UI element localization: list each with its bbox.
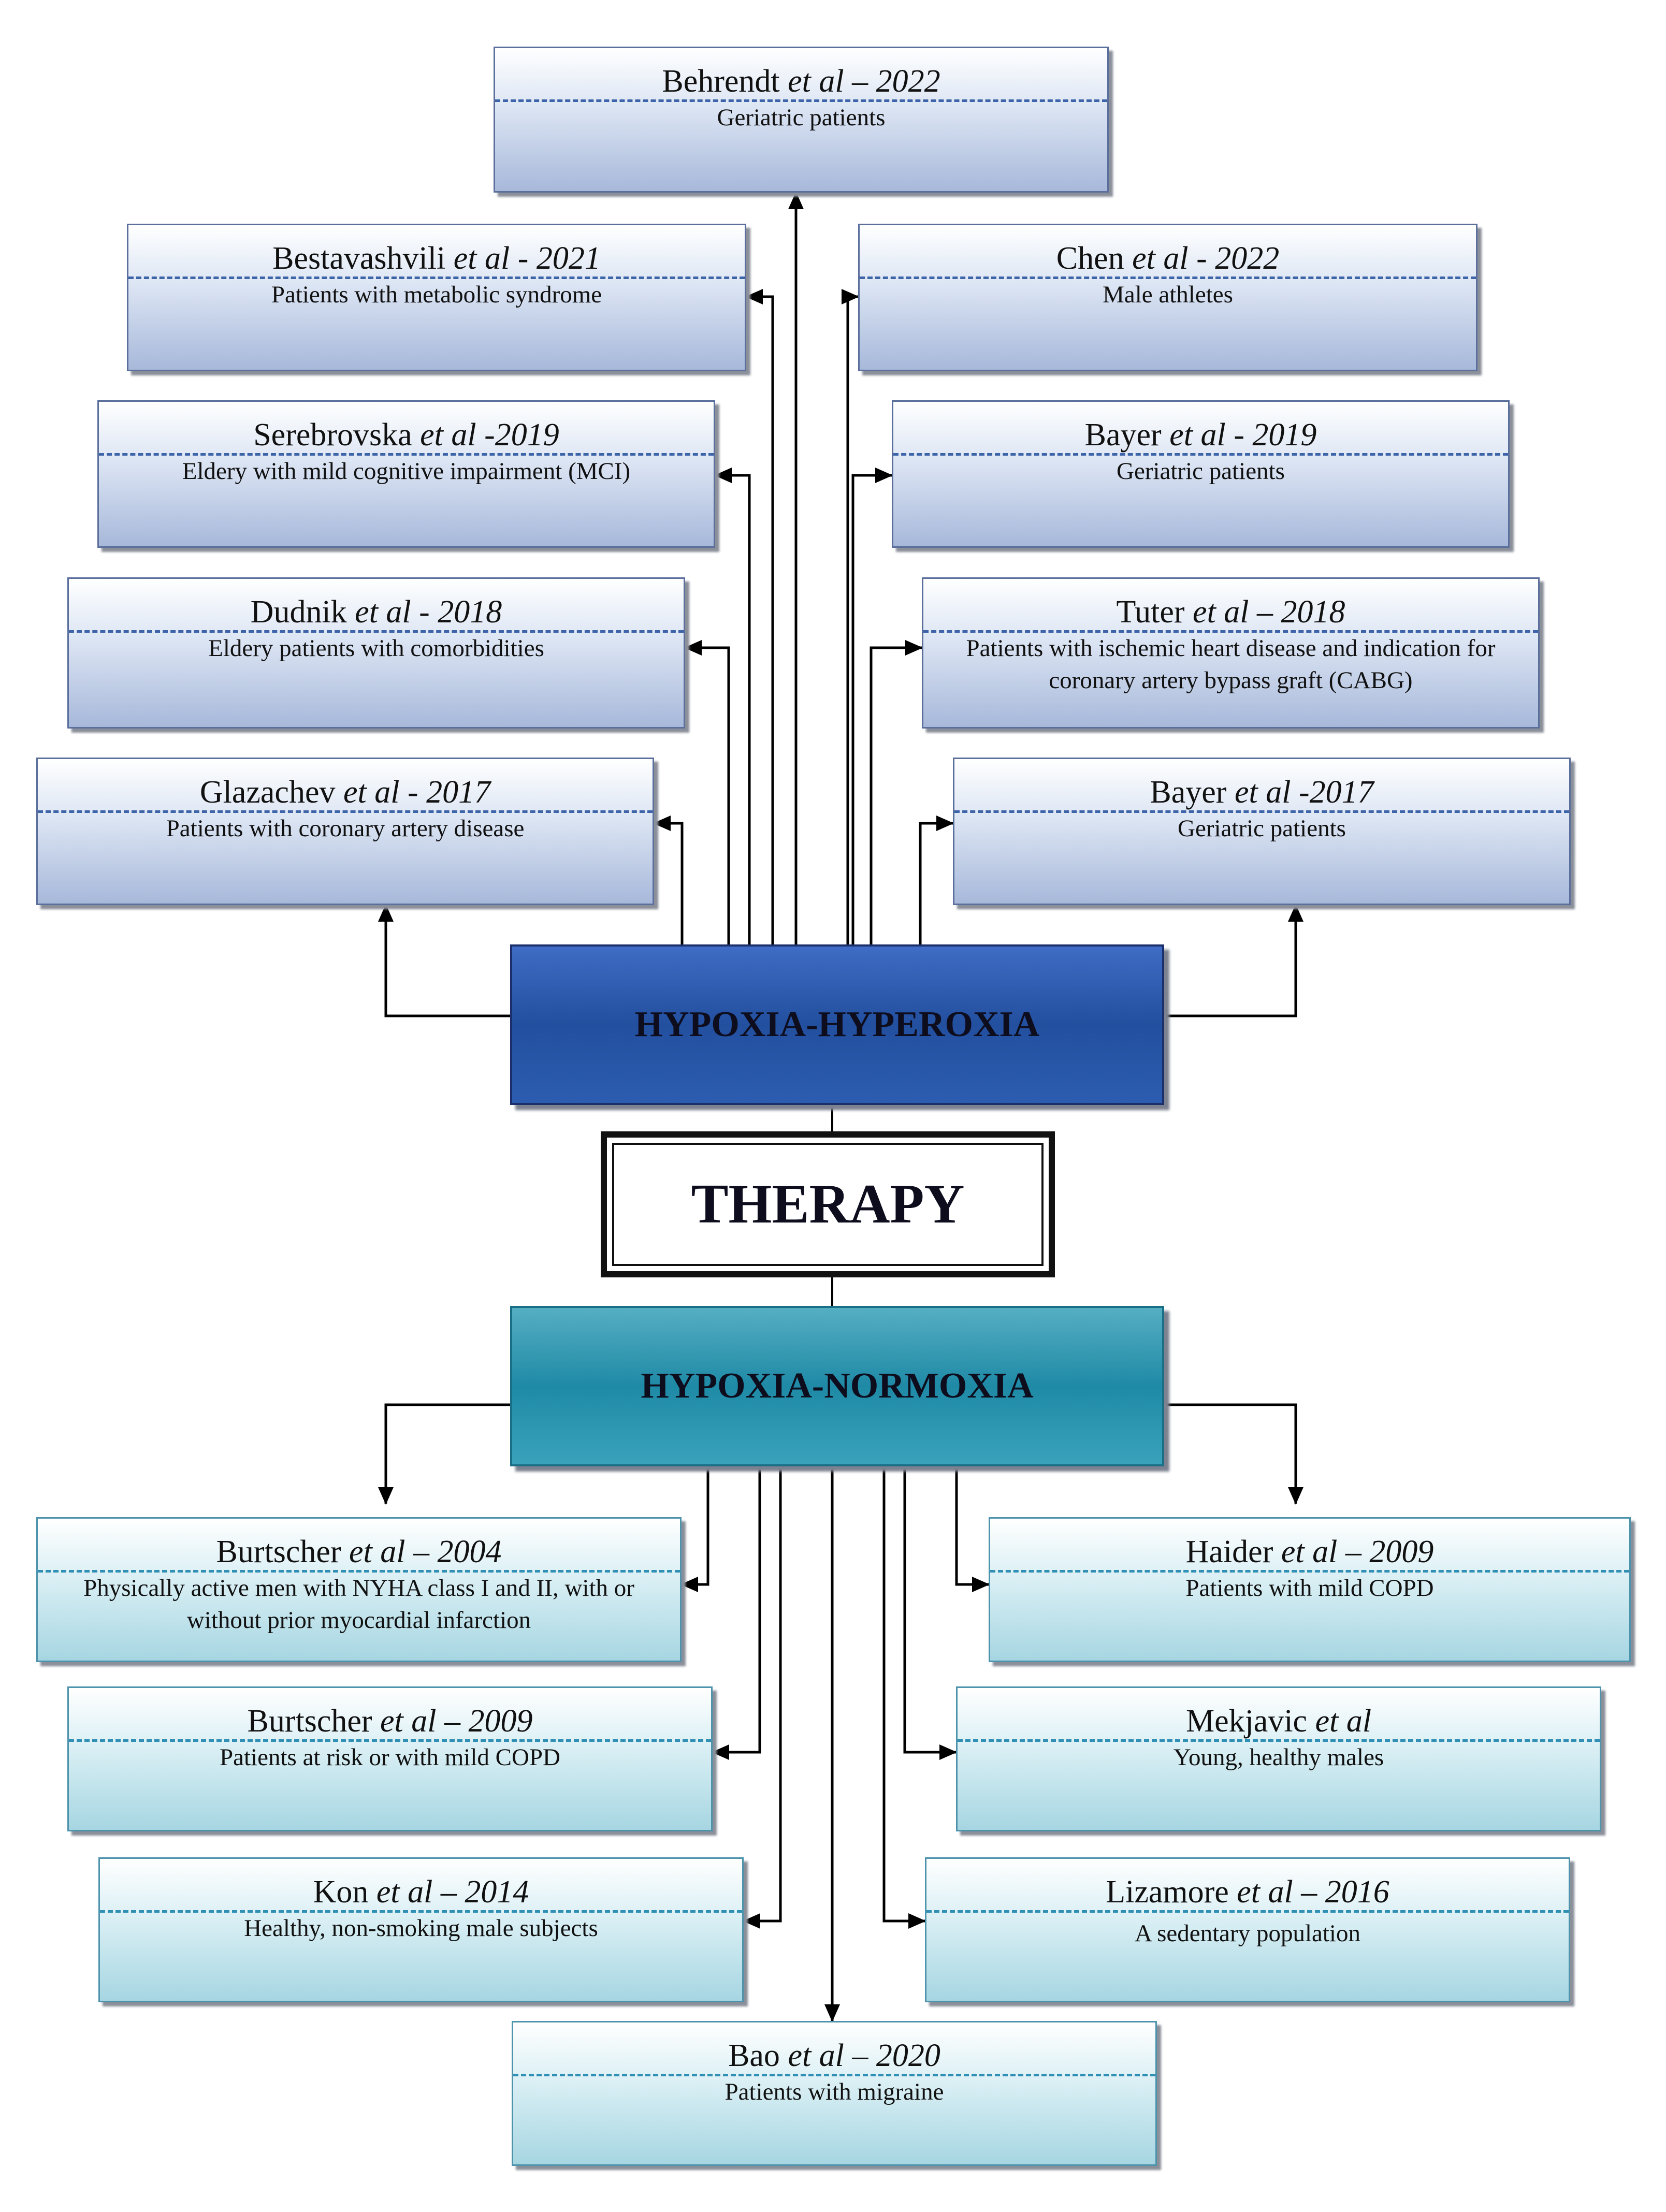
divider-line: [958, 1739, 1600, 1742]
study-population: Patients with metabolic syndrome: [271, 281, 602, 308]
divider-line: [513, 2074, 1155, 2076]
divider-line: [69, 1739, 711, 1742]
connector-kon-2014: [743, 1466, 782, 1929]
study-population: Patients with mild COPD: [1185, 1575, 1434, 1602]
study-title: Serebrovska et al -2019: [253, 417, 559, 453]
study-box-chen-2022: Chen et al - 2022 Male athletes: [858, 224, 1477, 371]
study-population: Geriatric patients: [717, 104, 886, 131]
connector-burtscher-2004: [680, 1466, 709, 1592]
study-population: Eldery with mild cognitive impairment (M…: [182, 458, 631, 485]
study-title: Behrendt et al – 2022: [662, 64, 940, 99]
study-population: Geriatric patients: [1117, 458, 1285, 485]
study-title: Bestavashvili et al - 2021: [272, 241, 601, 276]
study-box-kon-2014: Kon et al – 2014 Healthy, non-smoking ma…: [98, 1857, 744, 2002]
study-box-bestavashvili-2021: Bestavashvili et al - 2021 Patients with…: [127, 224, 746, 371]
study-title: Burtscher et al – 2009: [247, 1704, 533, 1739]
connector-glazachev-2017: [653, 816, 684, 944]
connector-right-outer-normo: [1164, 1403, 1303, 1505]
study-title: Glazachev et al - 2017: [199, 775, 491, 810]
study-title: Burtscher et al – 2004: [216, 1534, 502, 1569]
divider-line: [860, 276, 1476, 279]
connector-right-outer-hyper: [1164, 904, 1303, 1017]
divider-line: [128, 276, 745, 279]
study-box-tuter-2018: Tuter et al – 2018 Patients with ischemi…: [922, 577, 1540, 729]
divider-line: [100, 1910, 742, 1913]
connector-lizamore-2016: [882, 1466, 926, 1929]
study-title: Bayer et al -2017: [1150, 775, 1374, 810]
study-population: Geriatric patients: [1178, 815, 1346, 842]
connector-left-outer-hyper: [378, 904, 510, 1017]
study-box-behrendt-2022: Behrendt et al – 2022 Geriatric patients: [494, 47, 1109, 193]
study-box-bayer-2019: Bayer et al - 2019 Geriatric patients: [892, 400, 1510, 548]
divider-line: [69, 630, 684, 633]
study-population: Eldery patients with comorbidities: [208, 635, 544, 662]
study-population: Physically active men with NYHA class I …: [83, 1575, 634, 1634]
study-box-burtscher-2004: Burtscher et al – 2004 Physically active…: [36, 1517, 682, 1662]
connector-bestavashvili-2021: [745, 289, 774, 944]
hypoxia-normoxia-box: HYPOXIA-NORMOXIA: [510, 1306, 1164, 1466]
study-population: Young, healthy males: [1173, 1744, 1384, 1771]
study-box-serebrovska-2019: Serebrovska et al -2019 Eldery with mild…: [97, 400, 715, 548]
divider-line: [893, 453, 1508, 456]
study-population: Patients with coronary artery disease: [166, 815, 525, 842]
divider-line: [990, 1570, 1629, 1573]
study-box-lizamore-2016: Lizamore et al – 2016 A sedentary popula…: [925, 1857, 1570, 2002]
study-box-bao-2020: Bao et al – 2020 Patients with migraine: [512, 2021, 1157, 2166]
therapy-box: THERAPY: [601, 1131, 1055, 1277]
connector-burtscher-2009: [712, 1466, 761, 1760]
study-title: Kon et al – 2014: [313, 1874, 529, 1910]
connector-tuter-2018: [870, 640, 923, 944]
divider-line: [495, 99, 1107, 102]
study-box-burtscher-2009: Burtscher et al – 2009 Patients at risk …: [67, 1686, 713, 1831]
study-population: Male athletes: [1103, 281, 1233, 308]
divider-line: [926, 1910, 1569, 1913]
connector-bayer-2017: [919, 816, 954, 944]
study-box-bayer-2017: Bayer et al -2017 Geriatric patients: [953, 758, 1571, 905]
connector-haider-2009: [955, 1466, 990, 1592]
study-title: Lizamore et al – 2016: [1106, 1874, 1389, 1910]
study-title: Bao et al – 2020: [728, 2038, 940, 2073]
divider-line: [99, 453, 714, 456]
study-population: Healthy, non-smoking male subjects: [244, 1915, 598, 1942]
connector-bayer-2019: [851, 468, 893, 944]
study-title: Haider et al – 2009: [1185, 1534, 1434, 1569]
connector-dudnik-2018: [684, 640, 730, 944]
study-population: Patients with ischemic heart disease and…: [966, 635, 1496, 694]
study-box-dudnik-2018: Dudnik et al - 2018 Eldery patients with…: [67, 577, 685, 729]
divider-line: [923, 630, 1538, 633]
study-title: Dudnik et al - 2018: [250, 594, 502, 630]
study-title: Tuter et al – 2018: [1116, 594, 1345, 630]
study-title: Bayer et al - 2019: [1084, 417, 1317, 453]
connector-serebrovska-2019: [714, 468, 751, 944]
study-population: Patients at risk or with mild COPD: [220, 1744, 560, 1771]
study-title: Mekjavic et al: [1185, 1704, 1372, 1739]
connector-left-outer-normo: [378, 1403, 510, 1505]
study-box-mekjavic: Mekjavic et al Young, healthy males: [956, 1686, 1601, 1831]
divider-line: [38, 810, 653, 813]
study-title: Chen et al - 2022: [1056, 241, 1280, 276]
study-population: A sedentary population: [1135, 1920, 1360, 1947]
divider-line: [38, 1570, 680, 1573]
study-box-haider-2009: Haider et al – 2009 Patients with mild C…: [989, 1517, 1631, 1662]
connector-mekjavic: [903, 1466, 957, 1760]
study-box-glazachev-2017: Glazachev et al - 2017 Patients with cor…: [36, 758, 654, 905]
study-population: Patients with migraine: [725, 2078, 944, 2105]
divider-line: [954, 810, 1569, 813]
hypoxia-hyperoxia-box: HYPOXIA-HYPEROXIA: [510, 944, 1164, 1105]
connector-chen-2022: [842, 289, 859, 944]
